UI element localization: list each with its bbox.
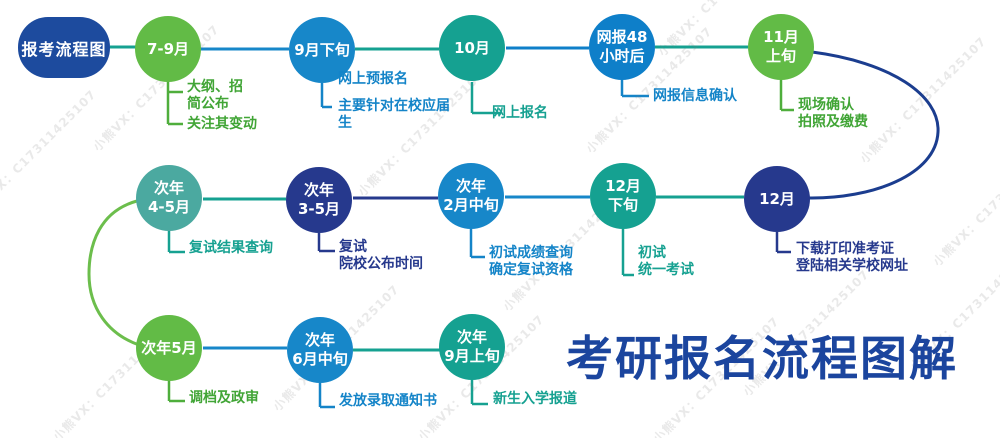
node-oct: 10月 bbox=[439, 15, 505, 81]
node-may: 次年5月 bbox=[136, 315, 202, 381]
node-web-48h: 网报48 小时后 bbox=[589, 14, 655, 80]
stems-blue bbox=[318, 74, 649, 409]
node-late-dec: 12月 下旬 bbox=[590, 163, 656, 229]
links-teal bbox=[110, 45, 748, 352]
node-dec: 12月 bbox=[744, 166, 810, 232]
note-retest-schedule: 复试 院校公布时间 bbox=[339, 239, 423, 272]
curve-left-green bbox=[87, 199, 140, 347]
note-watch-changes: 关注其变动 bbox=[187, 116, 257, 132]
node-jul-sep: 7-9月 bbox=[135, 16, 201, 82]
node-mid-feb: 次年 2月中旬 bbox=[438, 163, 504, 229]
note-for-current-students: 主要针对在校应届 生 bbox=[338, 98, 450, 131]
note-info-confirm: 网报信息确认 bbox=[653, 88, 737, 104]
node-apr-may: 次年 4-5月 bbox=[136, 165, 202, 231]
note-archive-review: 调档及政审 bbox=[189, 390, 259, 406]
curve-right-navy bbox=[807, 50, 940, 200]
links-blue bbox=[199, 47, 590, 350]
note-print-ticket: 下载打印准考证 登陆相关学校网址 bbox=[796, 241, 908, 274]
node-early-sep: 次年 9月上旬 bbox=[439, 314, 505, 380]
note-initial-exam: 初试 统一考试 bbox=[638, 245, 694, 278]
node-mid-jun: 次年 6月中旬 bbox=[287, 317, 353, 383]
node-mar-may: 次年 3-5月 bbox=[286, 167, 352, 233]
stems-teal bbox=[167, 82, 634, 406]
stems-green bbox=[166, 79, 794, 403]
note-outline-published: 大纲、招 简公布 bbox=[187, 79, 243, 112]
start-node: 报考流程图 bbox=[18, 17, 110, 78]
note-admission-letter: 发放录取通知书 bbox=[339, 393, 437, 409]
stems-navy bbox=[317, 232, 791, 254]
node-late-sep: 9月下旬 bbox=[289, 17, 355, 83]
note-online-prereg: 网上预报名 bbox=[338, 71, 408, 87]
note-onsite-confirm: 现场确认 拍照及缴费 bbox=[798, 97, 868, 130]
page-title: 考研报名流程图解 bbox=[566, 332, 958, 387]
note-freshman-checkin: 新生入学报道 bbox=[493, 391, 577, 407]
note-score-query: 初试成绩查询 确定复试资格 bbox=[489, 245, 573, 278]
note-retest-result: 复试结果查询 bbox=[189, 240, 273, 256]
note-online-registration: 网上报名 bbox=[492, 105, 548, 121]
node-early-nov: 11月 上旬 bbox=[748, 14, 814, 80]
